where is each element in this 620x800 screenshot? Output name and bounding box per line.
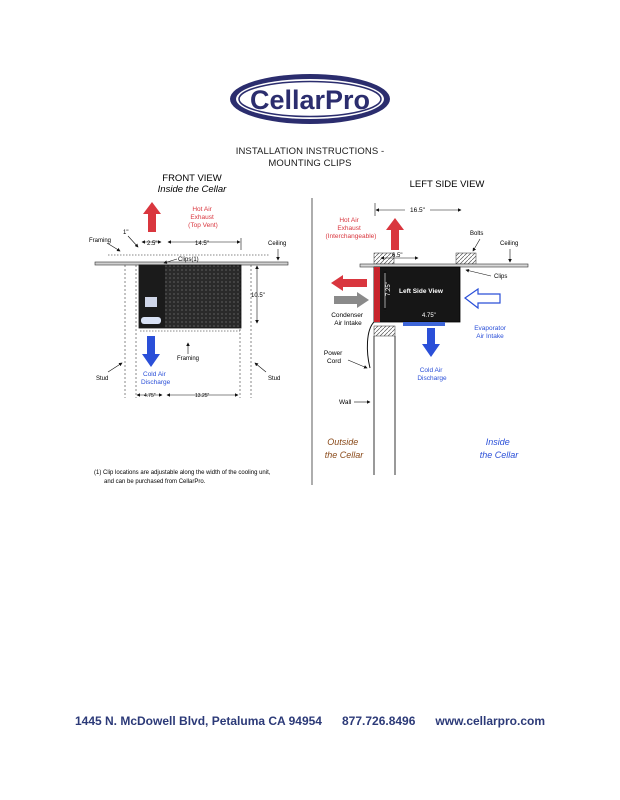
power-cord-label: Power Cord	[324, 350, 344, 365]
front-hot-air-label: Hot Air Exhaust (Top Vent)	[188, 206, 218, 229]
hot-exhaust-left-arrow-icon	[331, 275, 367, 291]
side-view-title: LEFT SIDE VIEW	[410, 179, 485, 190]
front-view-title: FRONT VIEW	[162, 173, 221, 184]
footer-address: 1445 N. McDowell Blvd, Petaluma CA 94954	[74, 714, 322, 728]
logo-text: CellarPro	[250, 85, 370, 115]
side-cold-air-arrow-icon	[422, 328, 440, 357]
footer-contact: 1445 N. McDowell Blvd, Petaluma CA 94954…	[0, 714, 620, 728]
front-footnote: (1) Clip locations are adjustable along …	[94, 470, 272, 485]
power-cord	[366, 321, 375, 369]
dim-2-5: 2.5"	[147, 241, 157, 247]
footer-phone: 877.726.8496	[342, 714, 416, 728]
cold-air-arrow-icon	[142, 336, 160, 367]
page-title-line2: MOUNTING CLIPS	[268, 158, 352, 169]
dim-6-5: 6.5"	[392, 253, 402, 259]
stud-left-label: Stud	[96, 376, 108, 382]
dim-14-5: 14.5"	[195, 241, 209, 247]
stud-right-label: Stud	[268, 376, 280, 382]
evaporator-intake-arrow-icon	[463, 287, 501, 310]
dim-1in: 1"	[123, 230, 128, 236]
bolt-block	[455, 252, 477, 265]
dim-7-25: 7.25"	[386, 282, 392, 296]
front-ceiling-label: Ceiling	[268, 241, 286, 247]
dim-4-75-front: 4.75"	[144, 393, 156, 399]
side-hot-air-arrow-icon	[386, 218, 404, 250]
side-ceiling-label: Ceiling	[500, 241, 518, 247]
front-view-subtitle: Inside the Cellar	[158, 184, 227, 195]
unit-display-icon	[145, 297, 157, 307]
front-clips-label: Clips(1)	[178, 257, 199, 263]
evaporator-label: Evaporator Air Intake	[474, 325, 508, 340]
dim-4-75-side: 4.75"	[422, 313, 436, 319]
footer-web: www.cellarpro.com	[435, 714, 546, 728]
front-framing-top-label: Framing	[89, 238, 111, 244]
dim-10-5: 10.5"	[251, 293, 265, 299]
outside-cellar-label: Outside the Cellar	[325, 437, 365, 460]
cellarpro-logo: CellarPro	[228, 72, 392, 126]
side-clips-label: Clips	[494, 274, 507, 280]
condenser-label: Condenser Air Intake	[331, 312, 365, 327]
dim-13-25: 13.25"	[195, 393, 210, 399]
bolts-label: Bolts	[470, 231, 483, 237]
front-cold-air-label: Cold Air Discharge	[141, 371, 171, 386]
hot-air-arrow-icon	[143, 202, 161, 232]
condenser-intake-arrow-icon	[334, 292, 369, 308]
bolt-block-left	[373, 252, 395, 265]
logo-oval-icon: CellarPro	[230, 74, 390, 124]
side-hot-air-label: Hot Air Exhaust (Interchangeable)	[326, 217, 377, 240]
front-framing-label: Framing	[177, 356, 199, 362]
wall-label: Wall	[339, 399, 352, 406]
side-cold-air-label: Cold Air Discharge	[417, 367, 447, 382]
inside-cellar-label: Inside the Cellar	[480, 437, 520, 460]
dim-16-5: 16.5"	[410, 207, 426, 214]
unit-badge-icon	[141, 317, 161, 324]
side-box-label: Left Side View	[399, 288, 444, 295]
page-title-line1: INSTALLATION INSTRUCTIONS -	[235, 146, 385, 157]
